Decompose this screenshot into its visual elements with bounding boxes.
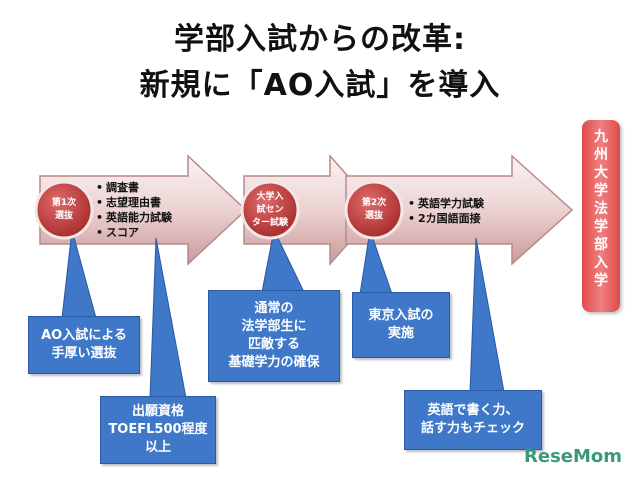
bullet-item: 英語能力試験 xyxy=(96,210,172,225)
bullet-item-continued: スコア xyxy=(96,225,172,240)
stage-2-label-line: 大学入 xyxy=(256,192,284,202)
bullet-item: 調査書 xyxy=(96,180,172,195)
stage-3-label: 第2次 選抜 xyxy=(350,197,398,223)
callout-line: 法学部生に xyxy=(241,319,307,334)
bullet-item: 英語学力試験 xyxy=(408,196,484,211)
stage-2-label-line: 試セン xyxy=(256,205,284,215)
callout-eligibility: 出願資格 TOEFL500程度 以上 xyxy=(100,396,216,464)
callout-line: 東京入試の xyxy=(368,308,434,323)
callout-line: 手厚い選抜 xyxy=(51,346,117,361)
stage-1-label: 第1次 選抜 xyxy=(40,197,88,223)
callout-tail-2 xyxy=(149,237,187,399)
callout-line: 実施 xyxy=(387,326,414,341)
page-subtitle: 新規に「AO入試」を導入 xyxy=(139,68,501,103)
callout-line: 通常の xyxy=(254,301,294,316)
stage-3-label-line: 選抜 xyxy=(364,211,383,221)
destination-label: 九州大学法学部入学 xyxy=(594,129,608,289)
callout-line: TOEFL500程度 xyxy=(108,422,208,437)
callout-line: 匹敵する xyxy=(247,337,300,352)
callout-line: 出願資格 xyxy=(131,404,184,419)
page-title: 学部入試からの改革: xyxy=(174,22,466,57)
callout-english-check: 英語で書く力、 話す力もチェック xyxy=(404,390,542,450)
circle-stage-2 xyxy=(240,180,300,240)
destination-box xyxy=(582,120,620,312)
callout-tail-5 xyxy=(469,237,505,393)
stage-2-label-line: ター試験 xyxy=(251,218,288,228)
callout-line: 英語で書く力、 xyxy=(427,403,519,418)
bullet-item: 志望理由書 xyxy=(96,195,172,210)
callout-line: 話す力もチェック xyxy=(420,421,525,436)
callout-ao-selection: AO入試による 手厚い選抜 xyxy=(28,316,140,374)
callout-line: AO入試による xyxy=(41,328,127,343)
stage-2-label: 大学入 試セン ター試験 xyxy=(246,191,294,230)
callout-line: 以上 xyxy=(144,440,171,455)
stage-1-bullets: 調査書 志望理由書 英語能力試験 スコア xyxy=(96,180,172,240)
resemom-logo: ReseMom xyxy=(524,446,623,467)
stage-1-label-line: 選抜 xyxy=(54,211,73,221)
stage-1-label-line: 第1次 xyxy=(51,198,77,208)
circle-stage-3 xyxy=(344,180,404,240)
bullet-item: 2カ国語面接 xyxy=(408,211,484,226)
callout-tokyo-exam: 東京入試の 実施 xyxy=(352,292,450,358)
stage-3-bullets: 英語学力試験 2カ国語面接 xyxy=(408,196,484,226)
callout-academic-ability: 通常の 法学部生に 匹敵する 基礎学力の確保 xyxy=(208,290,340,382)
circle-stage-1 xyxy=(34,180,94,240)
callout-line: 基礎学力の確保 xyxy=(228,355,320,370)
stage-3-label-line: 第2次 xyxy=(361,198,387,208)
bullet-continuation: スコア xyxy=(106,226,139,239)
